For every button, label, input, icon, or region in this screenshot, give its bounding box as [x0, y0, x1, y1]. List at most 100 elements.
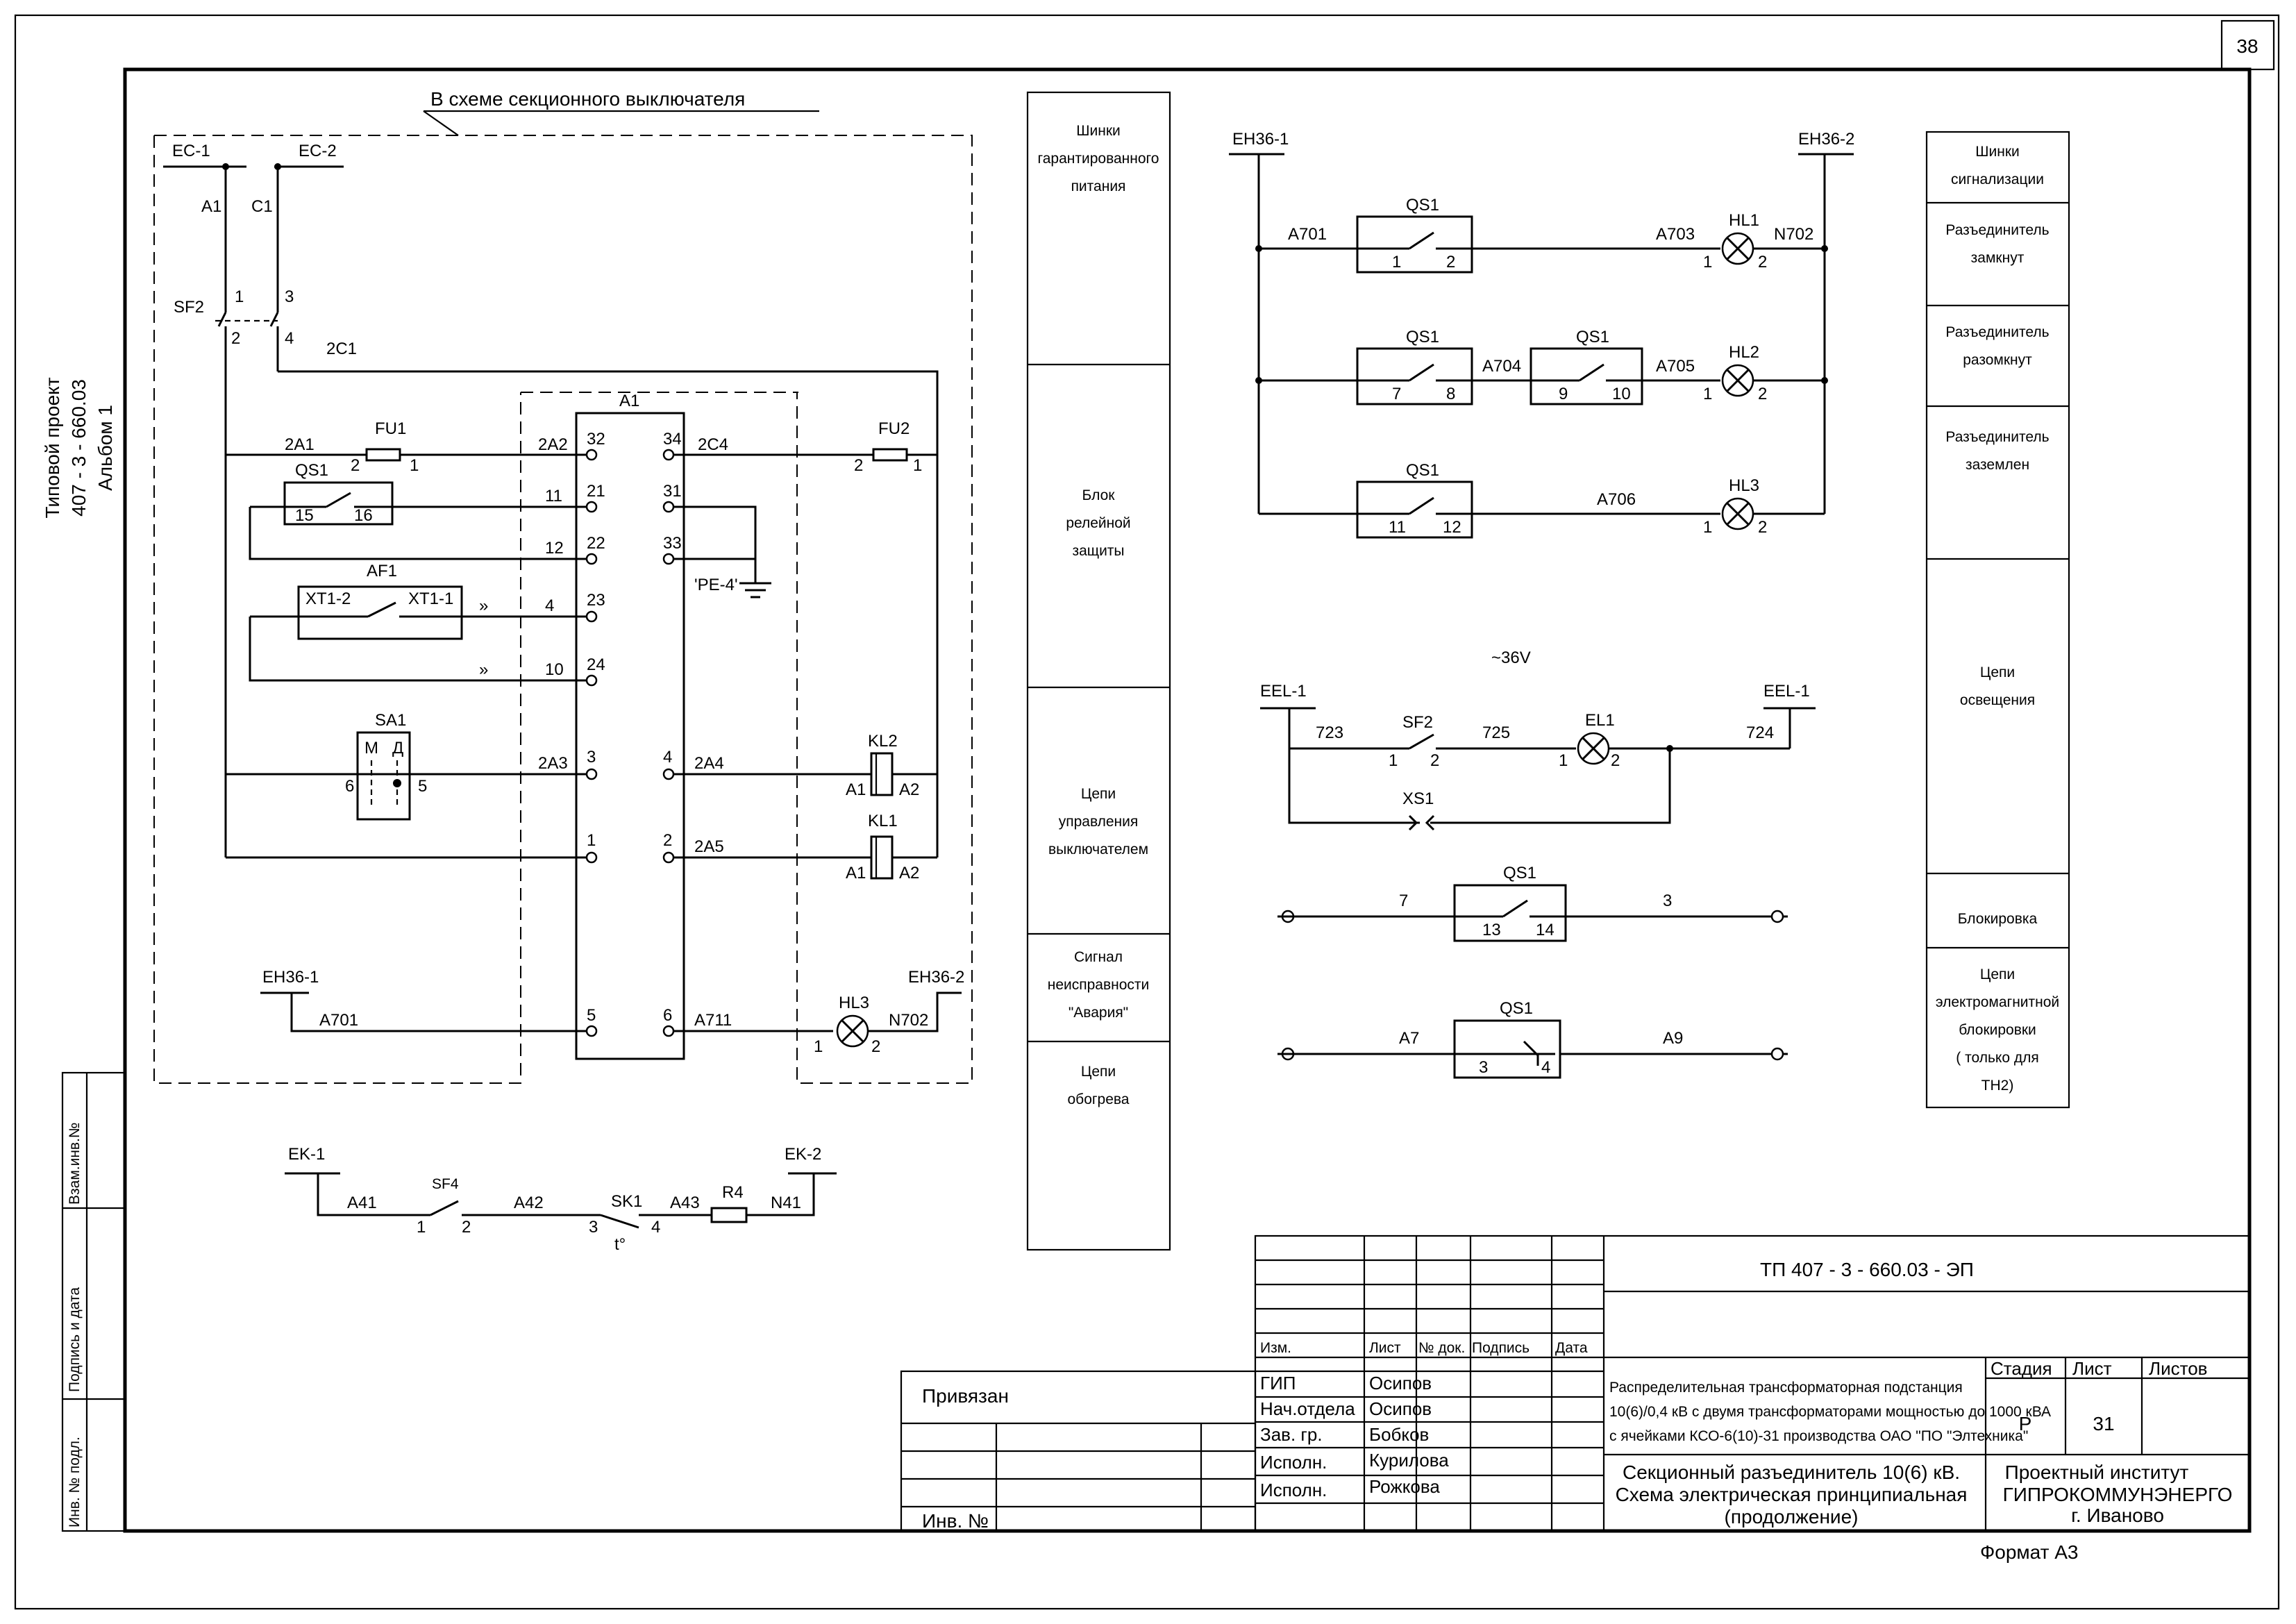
hl1-pin1: 1 [1703, 253, 1712, 271]
legend-line: неисправности [1048, 977, 1150, 993]
sa1-pin5: 5 [418, 777, 427, 796]
device-af1: AF1 [367, 562, 397, 580]
tb-desc2: 10(6)/0,4 кВ с двумя трансформаторами мо… [1609, 1404, 2051, 1420]
legend-line: Блок [1082, 487, 1116, 503]
legend-line: защиты [1072, 543, 1124, 559]
hl1-pin2: 2 [1758, 253, 1767, 271]
interlock-circuit: 7 QS1 13 14 3 A7 QS1 3 4 A9 [1277, 864, 1788, 1079]
outer-border [14, 14, 2280, 1610]
qs1-pin9: 9 [1559, 385, 1568, 403]
stamp-podpis: Подпись и дата [67, 1287, 83, 1392]
qs1-row2a: QS1 [1406, 328, 1439, 346]
legend-line: замкнут [1971, 250, 2025, 266]
qs1-pin10: 10 [1612, 385, 1631, 403]
drawing-frame [123, 67, 2252, 1533]
legend-line: электромагнитной [1936, 994, 2059, 1010]
tb-person-0: Осипов [1369, 1373, 1432, 1393]
hl3-pin2: 2 [871, 1037, 880, 1056]
legend-line: Разъединитель [1945, 429, 2049, 445]
term-31: 31 [663, 482, 682, 501]
voltage-36v: ~36V [1491, 648, 1531, 667]
el1-pin1: 1 [1559, 751, 1568, 770]
fuse-fu1: FU1 [375, 419, 406, 438]
sk1-pin3: 3 [589, 1218, 598, 1237]
qs1-pin7: 7 [1392, 385, 1401, 403]
legend-line: сигнализации [1951, 171, 2044, 187]
tb-h-data: Дата [1555, 1340, 1588, 1356]
block-a1 [575, 412, 685, 1060]
legend-line: управления [1059, 814, 1139, 830]
legend-line: Шинки [1975, 144, 2020, 160]
resistor-r4: R4 [722, 1183, 744, 1202]
sa1-pin6: 6 [345, 777, 354, 796]
tb-role-2: Зав. гр. [1260, 1424, 1323, 1445]
legend-line: Цепи [1081, 1064, 1116, 1080]
tb-role-0: ГИП [1260, 1373, 1296, 1393]
wire-a701: A701 [1288, 225, 1327, 244]
qs1-row2b: QS1 [1576, 328, 1609, 346]
tb-stage-h: Стадия [1991, 1358, 2052, 1379]
wire-2a5: 2A5 [694, 837, 724, 856]
qs1b-pin4: 4 [1541, 1058, 1550, 1077]
qs1-pin14: 14 [1536, 921, 1555, 939]
term-21: 21 [587, 482, 605, 501]
label-ec1: EC-1 [172, 142, 210, 160]
wire-725: 725 [1482, 723, 1510, 742]
sf2-pin2: 2 [231, 329, 240, 348]
side-stamp-line3: Альбом 1 [94, 405, 116, 491]
breaker-sf2: SF2 [174, 298, 204, 317]
sf2-pin4: 4 [285, 329, 294, 348]
sf4-pin2: 2 [462, 1218, 471, 1237]
tb-format: Формат А3 [1980, 1541, 2079, 1563]
term-3: 3 [587, 748, 596, 767]
hl3-pin1: 1 [814, 1037, 823, 1056]
tb-code: ТП 407 - 3 - 660.03 - ЭП [1760, 1259, 1974, 1280]
legend-mid-4: Цепи обогрева [1067, 1064, 1129, 1107]
legend-line: Цепи [1081, 786, 1116, 802]
wire-n41: N41 [771, 1194, 801, 1212]
kl2-a1: A1 [846, 780, 866, 799]
socket-xs1: XS1 [1402, 789, 1434, 808]
legend-line: разомкнут [1963, 352, 2032, 368]
tb-desc1: Распределительная трансформаторная подст… [1609, 1380, 1963, 1396]
qs1-pin12: 12 [1443, 518, 1461, 537]
legend-right-0: Шинки сигнализации [1951, 144, 2044, 187]
lamp-hl3-left: HL3 [839, 994, 869, 1012]
tb-inv: Инв. № [922, 1510, 989, 1532]
wire-n702: N702 [1774, 225, 1813, 244]
legend-line: питания [1071, 178, 1126, 194]
qs1-pin16: 16 [354, 506, 373, 525]
hl3-pin1: 1 [1703, 518, 1712, 537]
tb-sheet: 31 [2093, 1413, 2114, 1434]
heater-circuit: EK-1 A41 SF4 1 2 A42 SK1 3 4 t° A43 R4 N… [285, 1145, 837, 1254]
wire-c1: C1 [251, 197, 273, 216]
legend-line: ТН2) [1981, 1078, 2014, 1094]
qs1-pin8: 8 [1446, 385, 1455, 403]
wire-a9: A9 [1663, 1029, 1683, 1048]
tb-h-doc: № док. [1418, 1340, 1465, 1356]
tb-title3: (продолжение) [1725, 1506, 1859, 1527]
label-eh36-1: EH36-1 [1232, 130, 1289, 149]
tb-org2: ГИПРОКОММУНЭНЕРГО [2003, 1484, 2233, 1505]
qs1-blocking: QS1 [1500, 999, 1533, 1018]
hl2-pin1: 1 [1703, 385, 1712, 403]
sectional-switch-circuit: В схеме секционного выключателя EC-1 EC-… [153, 88, 973, 1084]
label-eel1-right: EEL-1 [1763, 682, 1810, 701]
a1-terminals [585, 449, 675, 1037]
term-4: 4 [663, 748, 672, 767]
tb-stage: Р [2019, 1413, 2032, 1434]
lamp-hl2: HL2 [1729, 343, 1759, 362]
section-note: В схеме секционного выключателя [430, 88, 745, 110]
legend-line: обогрева [1067, 1091, 1129, 1107]
legend-line: Цепи [1980, 966, 2015, 982]
tb-sheet-h: Лист [2072, 1358, 2112, 1379]
lamp-hl1: HL1 [1729, 211, 1759, 230]
stamp-vzam: Взам.инв.№ [67, 1123, 83, 1205]
